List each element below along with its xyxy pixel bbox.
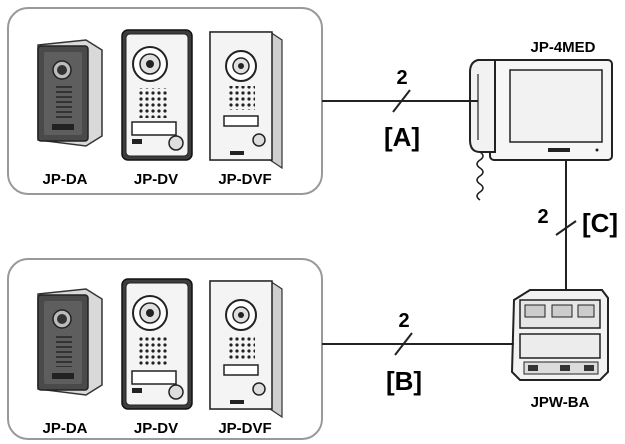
power-adaptor-jpw-ba [510,289,609,381]
door-station-jp-dv [121,29,193,161]
connection-tag-a: [A] [384,122,420,152]
wire-count-b: 2 [398,310,409,332]
wire-count-c: 2 [537,206,548,228]
label-jp-dvf-bottom: JP-DVF [218,420,271,437]
door-station-group-bottom: JP-DA JP-DV JP-DVF [7,258,323,440]
label-jp-4med: JP-4MED [530,39,595,56]
wire-c [555,160,577,290]
wire-b [322,332,514,356]
door-station-jp-dvf [209,31,283,170]
master-monitor-jp-4med [469,59,613,201]
label-jp-dvf-top: JP-DVF [218,171,271,188]
door-station-jp-dv [121,278,193,410]
wire-a [322,89,478,113]
label-jp-dv-top: JP-DV [134,171,178,188]
door-station-jp-da [37,39,103,147]
label-jp-da-top: JP-DA [42,171,87,188]
label-jp-da-bottom: JP-DA [42,420,87,437]
door-station-jp-da [37,288,103,396]
door-station-jp-dvf [209,280,283,419]
connection-tag-c: [C] [582,208,618,238]
door-station-group-top: JP-DA JP-DV JP-DVF [7,7,323,195]
connection-tag-b: [B] [386,366,422,396]
label-jpw-ba: JPW-BA [531,394,590,411]
label-jp-dv-bottom: JP-DV [134,420,178,437]
wire-count-a: 2 [396,67,407,89]
